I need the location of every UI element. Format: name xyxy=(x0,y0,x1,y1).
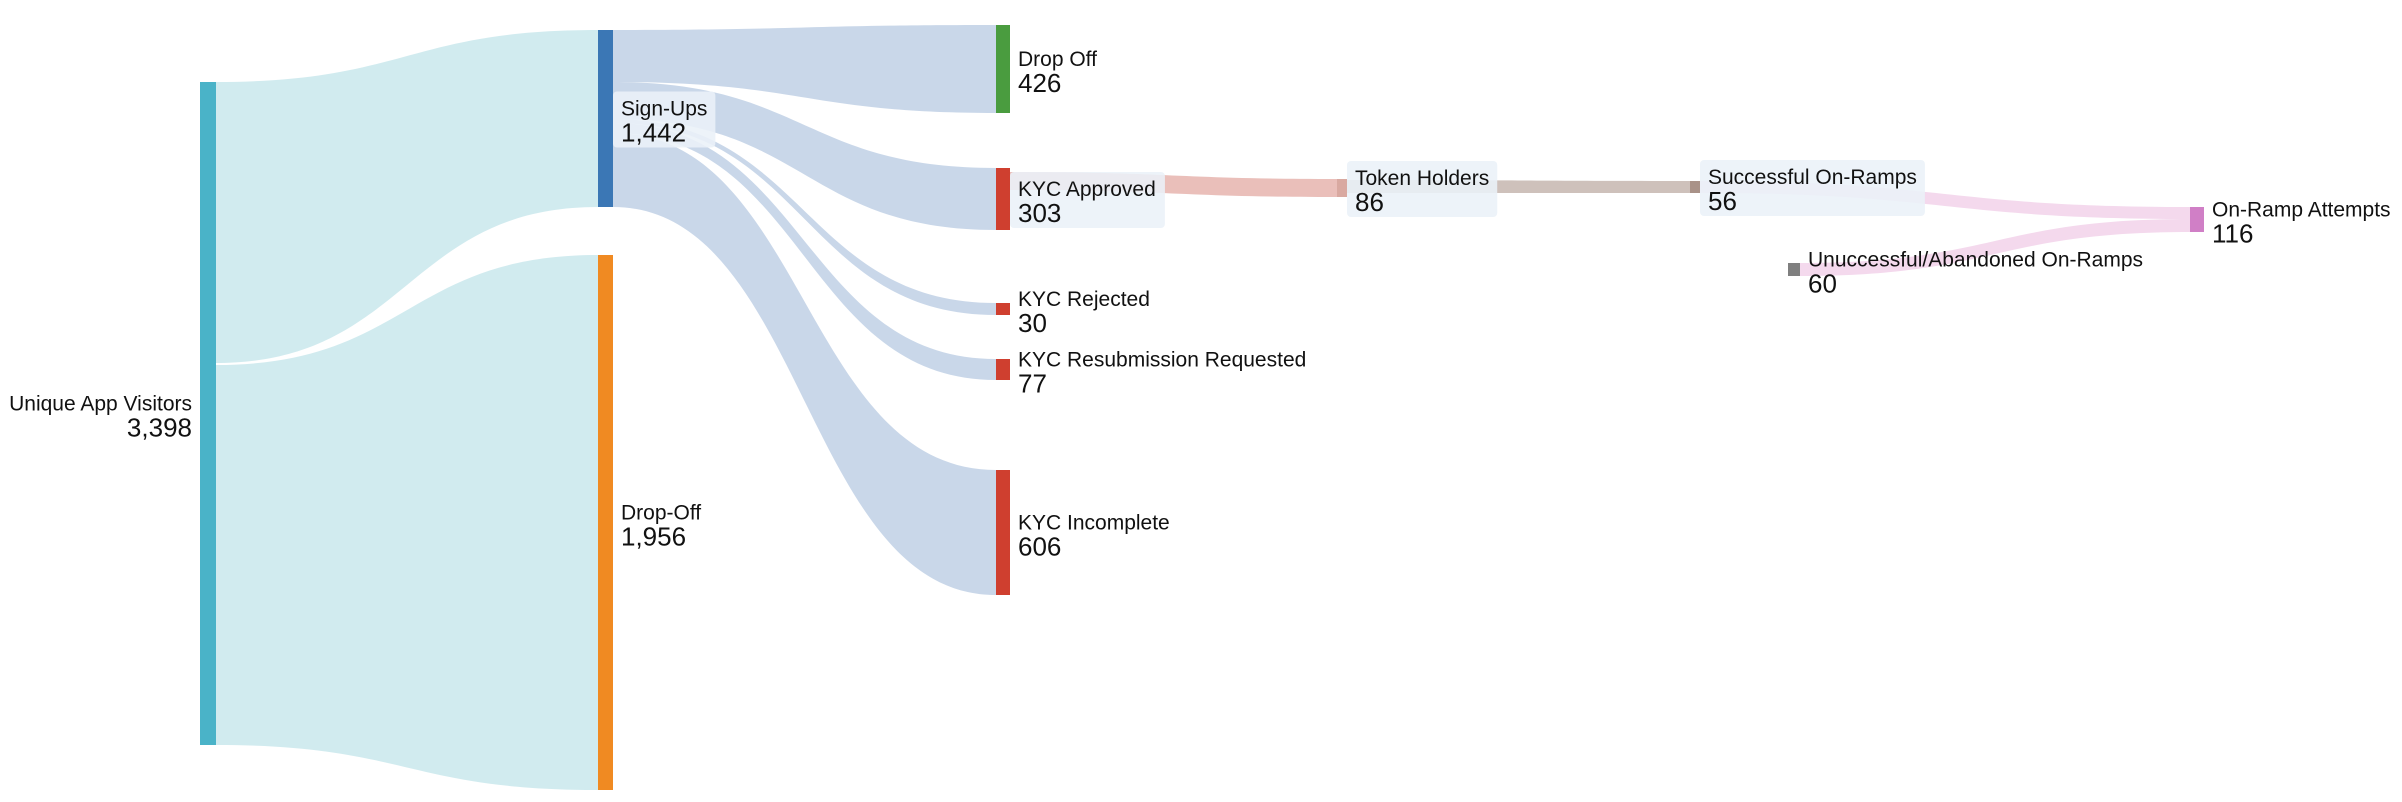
sankey-node-successful_onramps[interactable] xyxy=(1690,181,1700,193)
sankey-node-value-kyc_rejected: 30 xyxy=(1018,308,1047,338)
sankey-link-sign_ups-to-kyc_rejected[interactable] xyxy=(613,119,996,315)
sankey-node-drop_off_signups[interactable] xyxy=(996,25,1010,113)
sankey-node-unique_app_visitors[interactable] xyxy=(200,82,216,745)
sankey-node-kyc_approved[interactable] xyxy=(996,168,1010,230)
sankey-node-sign_ups[interactable] xyxy=(598,30,613,207)
sankey-links-group xyxy=(216,25,2190,790)
sankey-link-sign_ups-to-drop_off_signups[interactable] xyxy=(613,25,996,113)
sankey-node-label-drop_off_visitors: Drop-Off xyxy=(621,502,701,525)
sankey-nodes-group xyxy=(200,25,2204,790)
sankey-node-value-sign_ups: 1,442 xyxy=(621,118,686,148)
sankey-node-label-token_holders: Token Holders xyxy=(1355,167,1489,190)
sankey-node-value-onramp_attempts: 116 xyxy=(2212,219,2253,249)
sankey-node-kyc_incomplete[interactable] xyxy=(996,470,1010,595)
sankey-node-kyc_rejected[interactable] xyxy=(996,303,1010,315)
sankey-node-label-kyc_rejected: KYC Rejected xyxy=(1018,288,1150,311)
sankey-node-unsuccessful_onramps[interactable] xyxy=(1788,263,1800,276)
sankey-labels-group: Unique App Visitors3,398Sign-Ups1,442Dro… xyxy=(9,48,2390,562)
sankey-node-value-kyc_approved: 303 xyxy=(1018,198,1061,228)
sankey-node-value-unique_app_visitors: 3,398 xyxy=(127,413,192,443)
sankey-link-unsuccessful_onramps-to-onramp_attempts[interactable] xyxy=(1800,219,2190,276)
sankey-node-value-kyc_incomplete: 606 xyxy=(1018,532,1061,562)
sankey-label-backdrop-token_holders xyxy=(1347,161,1498,217)
sankey-label-backdrop-kyc_approved xyxy=(1010,172,1165,228)
sankey-node-label-unsuccessful_onramps: Unuccessful/Abandoned On-Ramps xyxy=(1808,249,2143,272)
sankey-node-value-successful_onramps: 56 xyxy=(1708,186,1737,216)
sankey-node-value-unsuccessful_onramps: 60 xyxy=(1808,269,1837,299)
sankey-link-unique_app_visitors-to-drop_off_visitors[interactable] xyxy=(216,255,598,790)
sankey-node-value-token_holders: 86 xyxy=(1355,187,1384,217)
sankey-node-label-kyc_incomplete: KYC Incomplete xyxy=(1018,512,1170,535)
sankey-node-label-onramp_attempts: On-Ramp Attempts xyxy=(2212,199,2391,222)
sankey-node-drop_off_visitors[interactable] xyxy=(598,255,613,790)
sankey-node-value-drop_off_signups: 426 xyxy=(1018,68,1061,98)
sankey-node-onramp_attempts[interactable] xyxy=(2190,207,2204,232)
sankey-node-label-kyc_approved: KYC Approved xyxy=(1018,178,1156,201)
sankey-node-label-unique_app_visitors: Unique App Visitors xyxy=(9,393,192,416)
sankey-node-label-successful_onramps: Successful On-Ramps xyxy=(1708,166,1917,189)
sankey-link-sign_ups-to-kyc_resubmission[interactable] xyxy=(613,123,996,380)
sankey-node-label-drop_off_signups: Drop Off xyxy=(1018,48,1097,71)
sankey-node-label-kyc_resubmission: KYC Resubmission Requested xyxy=(1018,349,1306,372)
sankey-label-backdrop-successful_onramps xyxy=(1700,160,1925,216)
sankey-node-value-kyc_resubmission: 77 xyxy=(1018,369,1047,399)
sankey-node-token_holders[interactable] xyxy=(1337,179,1347,197)
sankey-link-unique_app_visitors-to-sign_ups[interactable] xyxy=(216,30,598,363)
sankey-node-value-drop_off_visitors: 1,956 xyxy=(621,522,686,552)
sankey-node-label-sign_ups: Sign-Ups xyxy=(621,98,707,121)
sankey-link-sign_ups-to-kyc_incomplete[interactable] xyxy=(613,133,996,595)
sankey-node-kyc_resubmission[interactable] xyxy=(996,359,1010,380)
sankey-label-backdrop-sign_ups xyxy=(613,91,716,148)
